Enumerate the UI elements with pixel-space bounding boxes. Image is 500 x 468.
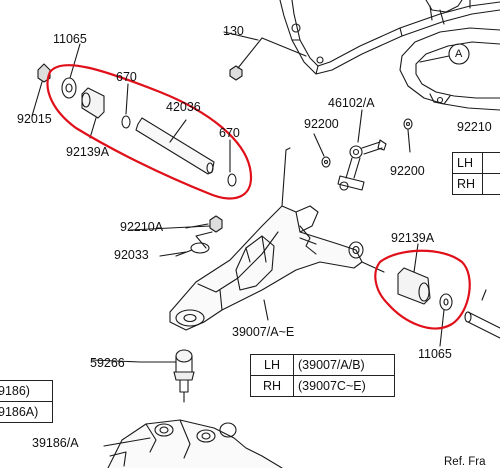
highlight-upper-group (46, 64, 253, 200)
label-92200-right: 92200 (390, 164, 425, 178)
side-table-left: 9186) 9186A) (0, 380, 53, 423)
callout-a-circle (448, 43, 470, 65)
table-row: RH (39007C~E) (250, 375, 395, 397)
side-table-right: LH RH (452, 152, 500, 195)
value-cell (481, 173, 500, 195)
side-cell: LH (452, 152, 483, 174)
label-130: 130 (223, 24, 244, 38)
side-table-center: LH (39007/A/B) RH (39007C~E) (250, 354, 395, 397)
label-92210a: 92210A (120, 220, 164, 234)
table-row: 9186) (0, 380, 53, 402)
value-cell: (39007C~E) (293, 375, 395, 397)
side-cell: RH (250, 375, 294, 397)
label-92015: 92015 (17, 112, 52, 126)
label-92200-left: 92200 (304, 117, 339, 131)
frame-bracket (279, 0, 500, 75)
label-670-middle: 670 (219, 126, 240, 140)
highlight-marks (46, 64, 471, 330)
side-cell: LH (250, 354, 294, 376)
ball-joint (139, 349, 195, 403)
lower-a-arm (169, 147, 364, 331)
label-92139a-upper: 92139A (66, 145, 110, 159)
label-92210-right: 92210 (457, 120, 492, 134)
value-cell (481, 152, 500, 174)
bushing-group-upper (31, 43, 237, 187)
side-cell: RH (452, 173, 483, 195)
table-row: RH (452, 173, 500, 195)
frame-shaft-right (464, 289, 500, 339)
value-cell: 9186) (0, 380, 53, 402)
label-39186a: 39186/A (32, 436, 79, 450)
knuckle (103, 419, 283, 468)
label-46102a: 46102/A (328, 96, 375, 110)
label-ref-frame: Ref. Fra (444, 456, 486, 468)
label-42036: 42036 (166, 100, 201, 114)
label-11065-bottom: 11065 (418, 347, 452, 361)
bolt-130 (223, 31, 307, 81)
label-11065-top: 11065 (53, 32, 87, 46)
leader-lines (91, 225, 211, 363)
label-callout-a: A (455, 48, 463, 60)
callout-a-leader (419, 55, 450, 63)
table-row: LH (39007/A/B) (250, 354, 395, 376)
value-cell: 9186A) (0, 401, 53, 423)
table-row: 9186A) (0, 401, 53, 423)
label-670-upper: 670 (116, 70, 137, 84)
label-39007: 39007/A~E (232, 325, 295, 339)
stabilizer-bar (399, 27, 500, 111)
table-row: LH (452, 152, 500, 174)
washers-92200 (313, 118, 413, 168)
stabilizer-link (337, 109, 387, 191)
label-59266: 59266 (90, 356, 125, 370)
label-92139a-lower: 92139A (391, 231, 435, 245)
label-92033: 92033 (114, 248, 149, 262)
highlight-lower-group (374, 249, 471, 330)
value-cell: (39007/A/B) (293, 354, 395, 376)
bushing-group-lower (361, 243, 453, 347)
